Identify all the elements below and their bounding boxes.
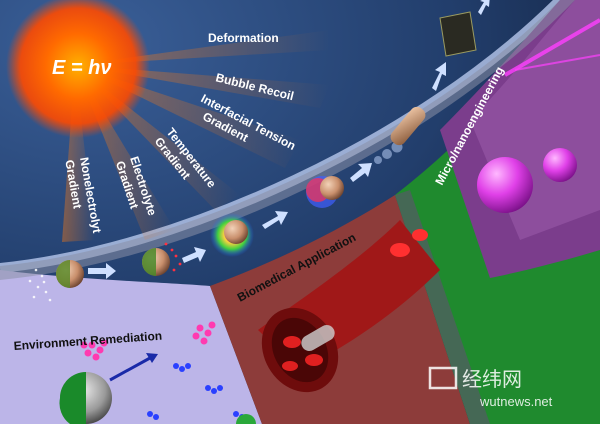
sun: [6, 0, 150, 138]
label-deformation: Deformation: [208, 31, 279, 45]
arrow-right-icon: [88, 263, 116, 279]
light-beam: [503, 18, 600, 77]
watermark-logo-icon: [428, 366, 458, 390]
arrow-right-icon: [182, 247, 206, 263]
arrow-up-icon: [432, 62, 446, 91]
particle-temperature: [210, 213, 254, 257]
green-cluster: [236, 414, 256, 424]
particle-electrolyte: [142, 242, 182, 276]
blue-molecules: [147, 363, 245, 420]
watermark-brand: 经纬网: [462, 367, 522, 391]
watermark-url: wutnews.net: [479, 394, 553, 409]
micro-sphere-large: [477, 157, 533, 213]
particle-nonelectrolyte: [28, 260, 84, 302]
arrow-right-icon: [262, 211, 288, 229]
particle-interfacial: [306, 176, 344, 208]
sun-formula: E = hν: [52, 57, 111, 79]
blood-vessel: [258, 220, 440, 393]
arrow-right-icon: [350, 163, 372, 182]
arrow-up-icon: [478, 0, 490, 15]
pollutant-molecules: [80, 321, 216, 361]
arrow-diagonal-icon: [109, 353, 158, 382]
watermark: 经纬网 wutnews.net: [428, 366, 553, 409]
environment-particle: [59, 372, 112, 424]
micro-sphere-small: [543, 148, 577, 182]
light-beam: [514, 54, 600, 71]
particle-rod: [390, 106, 426, 146]
particle-sheet: [439, 11, 477, 57]
